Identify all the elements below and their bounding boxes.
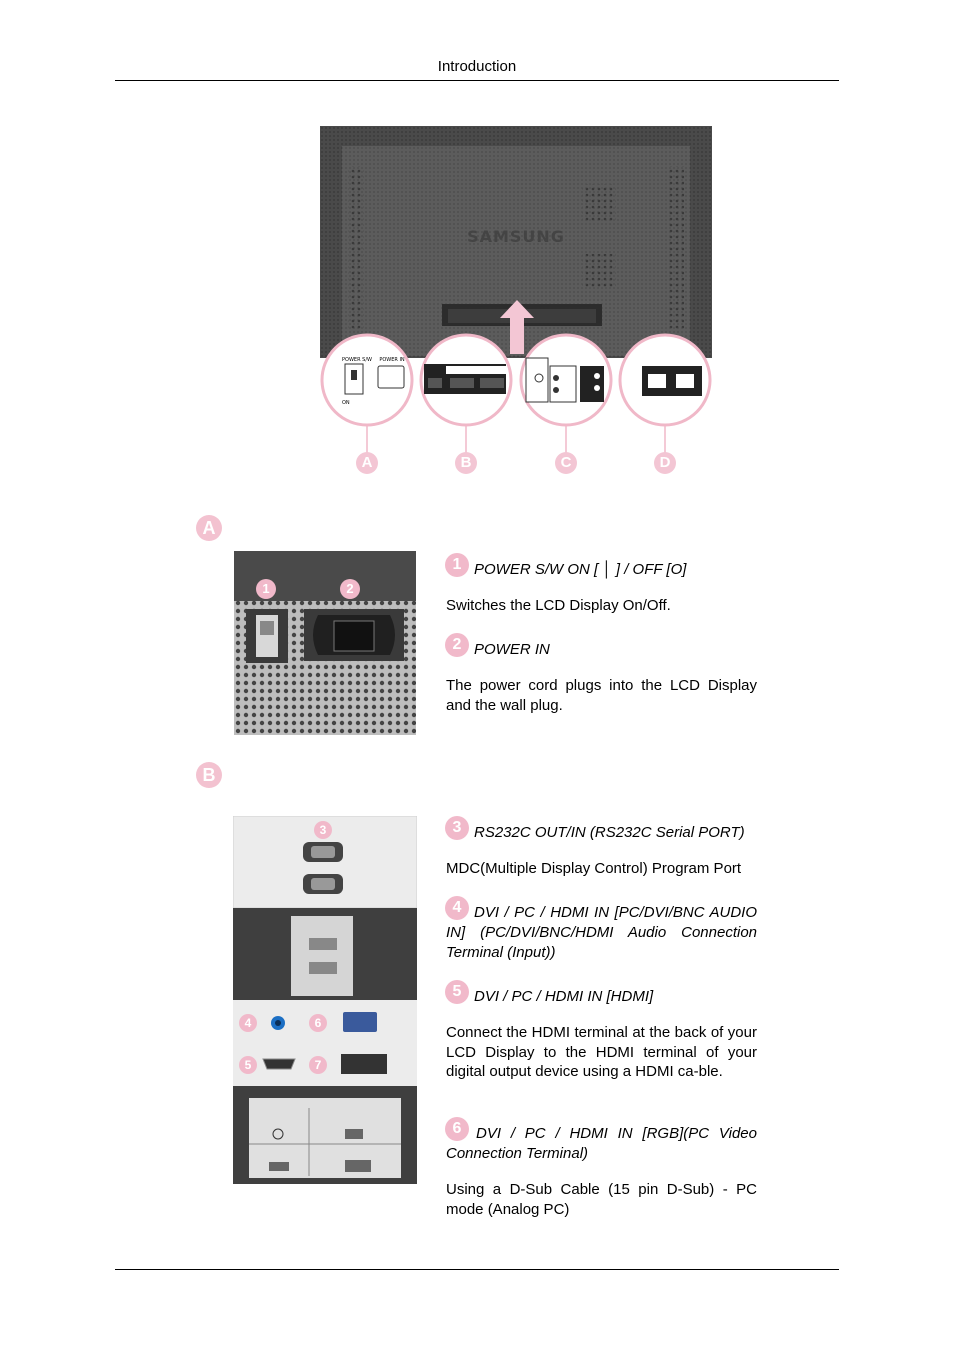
section-a-photo: 1 2 (234, 551, 416, 735)
item-5-badge: 5 (445, 980, 469, 1004)
photo-label-1: 1 (256, 579, 276, 599)
item-5-desc: Connect the HDMI terminal at the back of… (446, 1024, 757, 1080)
footer-rule (115, 1269, 839, 1270)
section-b-photo: 3 4 5 6 7 (232, 815, 418, 1184)
svg-text:ON: ON (342, 400, 350, 406)
photo-label-5: 5 (239, 1056, 257, 1074)
item-6-title: DVI / PC / HDMI IN [RGB](PC Video Connec… (446, 1125, 757, 1162)
item-3-desc: MDC(Multiple Display Control) Program Po… (446, 860, 742, 877)
item-4-badge: 4 (445, 896, 469, 920)
item-1-title: POWER S/W ON [ │ ] / OFF [O] (474, 561, 687, 578)
header-rule (115, 80, 839, 81)
item-6-badge: 6 (445, 1117, 469, 1141)
svg-text:POWER IN: POWER IN (379, 357, 405, 363)
section-a-badge: A (196, 515, 222, 541)
marker-b: B (455, 452, 477, 474)
item-4-title: DVI / PC / HDMI IN [PC/DVI/BNC AUDIO IN]… (446, 904, 757, 961)
marker-c: C (555, 452, 577, 474)
photo-label-7: 7 (309, 1056, 327, 1074)
item-2-title: POWER IN (474, 641, 550, 658)
photo-label-3: 3 (314, 821, 332, 839)
item-2-badge: 2 (445, 633, 469, 657)
photo-label-2: 2 (340, 579, 360, 599)
page-header: Introduction (437, 58, 517, 75)
section-b-badge: B (196, 762, 222, 788)
item-3-title: RS232C OUT/IN (RS232C Serial PORT) (474, 824, 745, 841)
item-6-desc: Using a D-Sub Cable (15 pin D-Sub) - PC … (446, 1181, 757, 1218)
item-3-badge: 3 (445, 816, 469, 840)
item-5-title: DVI / PC / HDMI IN [HDMI] (474, 988, 654, 1005)
item-2-desc: The power cord plugs into the LCD Displa… (446, 677, 757, 714)
photo-label-4: 4 (239, 1014, 257, 1032)
item-1-desc: Switches the LCD Display On/Off. (446, 597, 671, 614)
marker-d: D (654, 452, 676, 474)
svg-text:POWER S/W: POWER S/W (342, 357, 372, 363)
photo-label-6: 6 (309, 1014, 327, 1032)
item-1-badge: 1 (445, 553, 469, 577)
monitor-rear-svg: SAMSUNG POWER S/W POWER IN ON (320, 126, 712, 454)
marker-a: A (356, 452, 378, 474)
rear-panel-illustration: SAMSUNG POWER S/W POWER IN ON (320, 126, 712, 476)
brand-logo: SAMSUNG (467, 227, 565, 246)
